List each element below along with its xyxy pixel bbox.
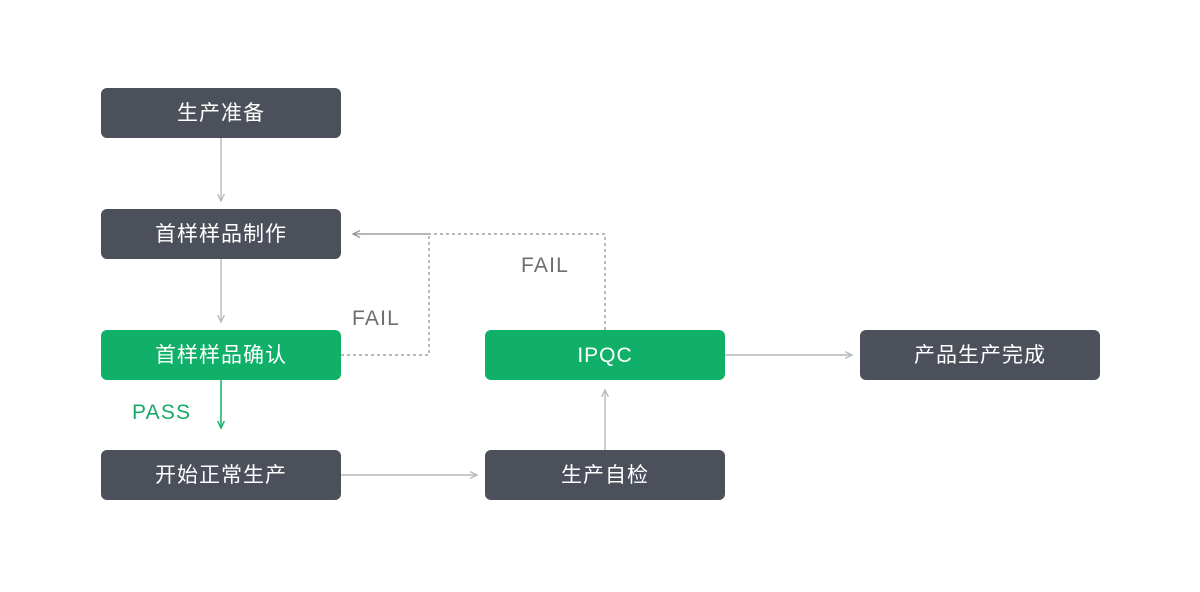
node-ipqc[interactable]: IPQC — [485, 330, 725, 380]
node-production-self-check[interactable]: 生产自检 — [485, 450, 725, 500]
node-product-production-complete[interactable]: 产品生产完成 — [860, 330, 1100, 380]
node-start-normal-production[interactable]: 开始正常生产 — [101, 450, 341, 500]
edge-confirm-fail-to-first — [341, 230, 430, 356]
edge-label-fail-sample-confirm: FAIL — [352, 307, 400, 330]
node-label: IPQC — [577, 343, 633, 367]
node-label: 生产自检 — [561, 463, 649, 487]
node-first-sample-making[interactable]: 首样样品制作 — [101, 209, 341, 259]
node-label: 开始正常生产 — [155, 463, 287, 487]
edge-label-fail-ipqc: FAIL — [521, 254, 569, 277]
node-label: 首样样品确认 — [155, 343, 287, 367]
node-first-sample-confirmation[interactable]: 首样样品确认 — [101, 330, 341, 380]
node-label: 生产准备 — [177, 101, 265, 125]
node-label: 首样样品制作 — [155, 222, 287, 246]
node-label: 产品生产完成 — [914, 343, 1046, 367]
edge-label-pass-sample-confirm: PASS — [132, 401, 192, 424]
node-production-preparation[interactable]: 生产准备 — [101, 88, 341, 138]
